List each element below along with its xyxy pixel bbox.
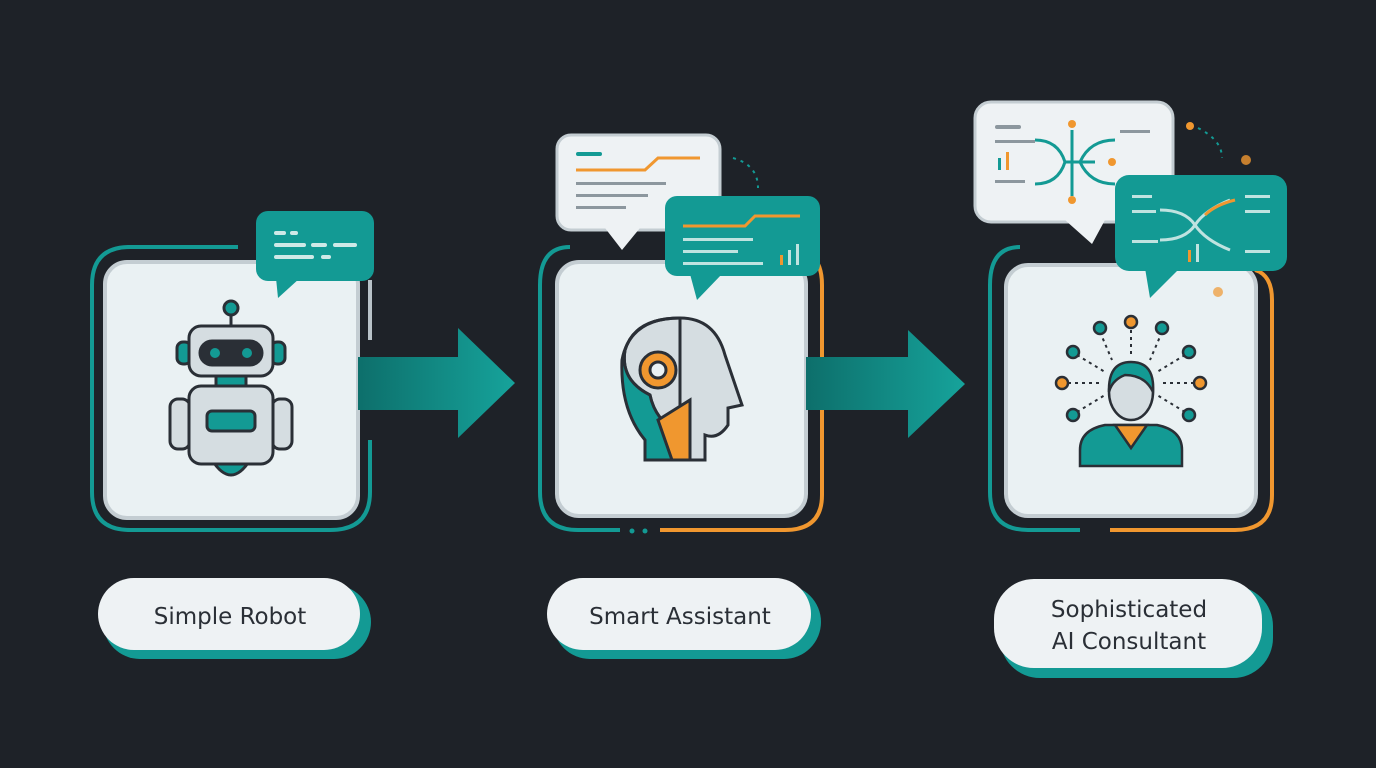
label-simple-robot: Simple Robot: [98, 578, 371, 659]
speech-bubble-icon: [256, 211, 374, 298]
label-ai-consultant: Sophisticated AI Consultant: [994, 579, 1273, 678]
head-gear-icon: [620, 316, 744, 462]
stage-frame: [988, 245, 1080, 532]
stage-frame: [90, 245, 372, 532]
stage-ai-consultant: [973, 100, 1287, 532]
stage-label-line2: AI Consultant: [1052, 629, 1206, 655]
arrow-right-icon: [806, 330, 965, 438]
stage-label: Smart Assistant: [589, 604, 771, 630]
stage-frame: [538, 245, 620, 532]
stage-label: Simple Robot: [154, 604, 307, 630]
stage-smart-assistant: [538, 133, 824, 534]
person-network-icon: [1054, 314, 1208, 468]
speech-bubble-icon: [665, 196, 820, 300]
label-smart-assistant: Smart Assistant: [547, 578, 821, 659]
robot-icon: [168, 299, 294, 477]
stage-label-line1: Sophisticated: [1051, 597, 1207, 623]
arrow-right-icon: [358, 328, 515, 438]
speech-bubble-icon: [1115, 175, 1287, 298]
stage-simple-robot: [90, 211, 374, 532]
